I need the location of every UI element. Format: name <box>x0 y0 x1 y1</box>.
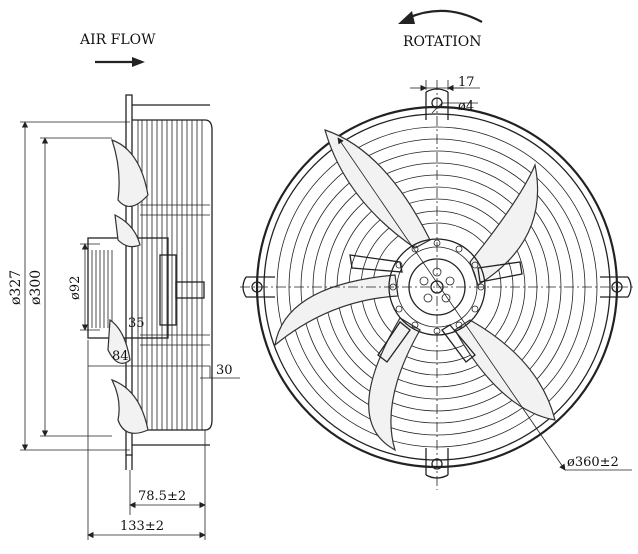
rotation-label: ROTATION <box>403 34 482 50</box>
dim-35-label: 35 <box>128 316 145 331</box>
hub-diameter-label: ø92 <box>68 276 83 300</box>
guard-diameter-label: ø360±2 <box>567 455 619 470</box>
dim-84-label: 84 <box>112 349 129 364</box>
slot-width-label: 17 <box>458 75 475 90</box>
inner-diameter-label: ø300 <box>28 270 44 305</box>
rotation-arrow-icon <box>398 9 483 24</box>
dim-30-label: 30 <box>216 363 233 378</box>
side-dimensions <box>20 121 240 540</box>
top-dimensions <box>410 80 480 114</box>
centerlines <box>240 80 635 490</box>
depth-total-label: 133±2 <box>120 519 164 534</box>
air-flow-label: AIR FLOW <box>79 32 156 48</box>
mounting-flange <box>125 94 210 470</box>
outer-diameter-label: ø327 <box>8 270 24 305</box>
blade-5 <box>274 274 399 347</box>
guard-diameter-leader <box>337 137 632 471</box>
front-view: ROTATION <box>240 9 635 490</box>
depth-inner-label: 78.5±2 <box>138 489 186 504</box>
hole-diameter-label: ø4 <box>458 99 474 114</box>
air-flow-arrow-icon <box>95 57 145 67</box>
side-blades <box>107 139 149 434</box>
side-view: AIR FLOW <box>8 32 240 540</box>
side-guard-grille <box>132 119 213 431</box>
